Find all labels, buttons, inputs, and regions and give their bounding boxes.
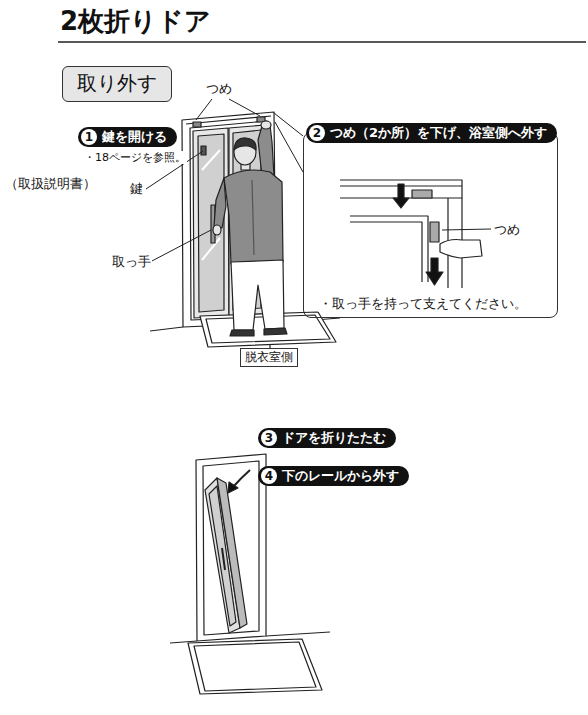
step-text: 鍵を開ける [102, 129, 167, 145]
section-tab: 取り外す [62, 66, 172, 102]
inset-detail [340, 180, 482, 288]
leader-lines-part [229, 99, 260, 116]
inset-detail-part [440, 240, 482, 259]
door-scene-2-part [209, 486, 236, 626]
part-label: 鍵 [129, 181, 144, 197]
door-scene-1-part [213, 225, 221, 235]
door-scene-1-part [193, 122, 201, 127]
box-text: 脱衣室側 [245, 350, 293, 364]
step-text: ドアを折りたたむ [282, 430, 386, 446]
door-scene-1 [150, 112, 340, 348]
zoom-lines [274, 113, 303, 172]
door-scene-1-part [264, 328, 287, 335]
part-label: つめ [493, 222, 521, 238]
leader-lines-part [150, 230, 211, 262]
door-scene-1-part [214, 178, 226, 228]
callout-number: 1 [81, 129, 97, 145]
callout-number: 4 [261, 468, 277, 484]
door-scene-2-part [194, 642, 316, 691]
callout-number: 2 [309, 125, 325, 141]
inset-detail-part [426, 258, 443, 285]
detail-inset: つめ・取っ手を持って支えてください。 [303, 132, 558, 318]
note-text: ・18ページを参照。 [83, 151, 187, 164]
step-badge: 3 ドアを折りたたむ [258, 428, 396, 448]
door-scene-1-part [193, 128, 229, 318]
part-label: 取っ手 [111, 254, 152, 270]
door-scene-2-part [222, 548, 225, 570]
part-label: つめ [205, 81, 233, 97]
door-scene-2-part [188, 639, 322, 694]
door-scene-1-part [224, 170, 283, 264]
step-text: つめ（2か所）を下げ、浴室側へ外す [330, 125, 547, 141]
step-badge: 1 鍵を開ける [78, 127, 177, 147]
side-label-box: 脱衣室側 [240, 348, 298, 367]
inset-detail-part [412, 190, 432, 198]
title-rule [58, 42, 586, 43]
door-scene-1-part [230, 330, 254, 336]
step-badge: 4 下のレールから外す [258, 466, 409, 486]
door-scene-2-part [233, 470, 250, 487]
callout-number: 3 [261, 430, 277, 446]
door-scene-1-part [201, 146, 206, 155]
door-scene-1-part [258, 125, 274, 176]
title-rule-part [58, 41, 586, 43]
inset-detail-part [393, 184, 409, 208]
page-title: 2枚折りドア [60, 4, 211, 38]
door-scene-2-part [203, 461, 259, 635]
box-text: 取り外す [77, 71, 157, 95]
note-text: （取扱説明書） [4, 176, 97, 192]
door-scene-1-part [261, 121, 271, 129]
step-badge: 2 つめ（2か所）を下げ、浴室側へ外す [306, 123, 557, 143]
door-scene-1-part [252, 180, 254, 255]
inset-detail-part [430, 222, 439, 242]
note-text: ・取っ手を持って支えてください。 [318, 296, 528, 312]
door-scene-1-part [231, 260, 284, 330]
leader-lines-part [442, 229, 491, 230]
door-scene-2-part [228, 482, 238, 493]
zoom-lines-part [274, 113, 303, 172]
leader-lines-part [196, 99, 212, 120]
door-scene-2 [170, 454, 330, 694]
door-scene-2-part [196, 454, 266, 641]
door-scene-1-part [234, 138, 256, 150]
step-text: 下のレールから外す [282, 468, 399, 484]
inset-detail-part [350, 216, 428, 282]
